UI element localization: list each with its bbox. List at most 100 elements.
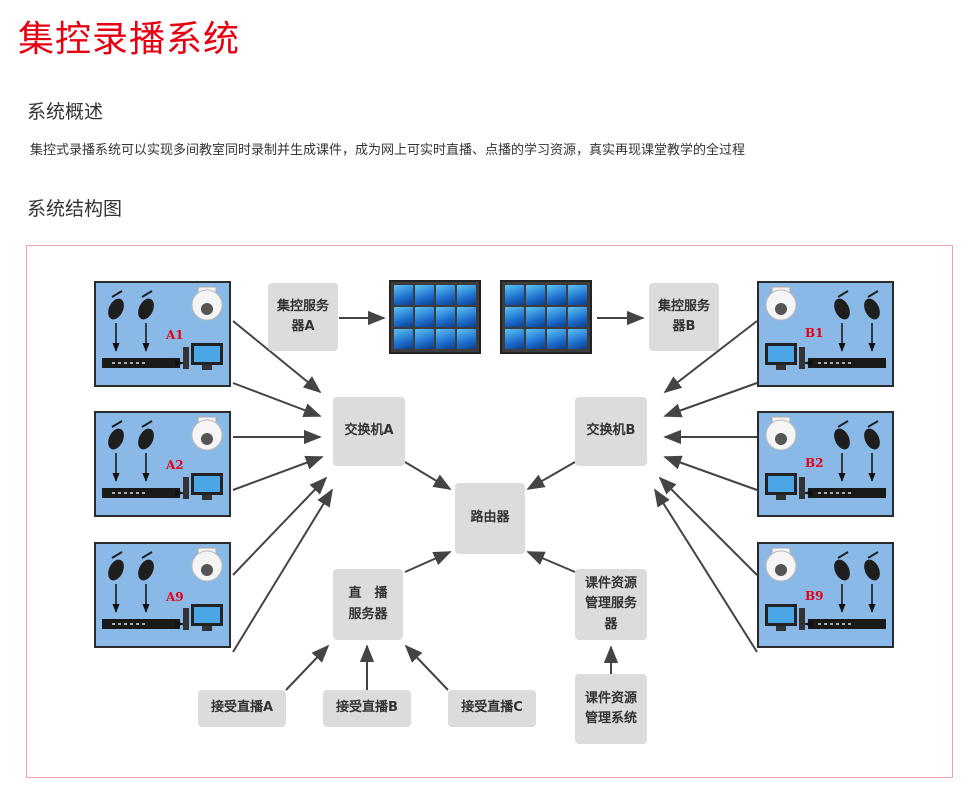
monitor-screen <box>194 607 220 623</box>
connection-arrow <box>232 488 333 653</box>
monitor-stand <box>776 365 786 370</box>
recorder-button <box>824 492 827 494</box>
video-wall-screen <box>547 329 566 349</box>
recorder-button <box>112 623 115 625</box>
pc-tower <box>183 477 189 499</box>
connection-arrow <box>232 320 322 394</box>
video-wall-screen <box>394 329 413 349</box>
room-label-b1: B1 <box>805 326 824 340</box>
monitor-stand <box>776 626 786 631</box>
node-control-server-b: 集控服务器B <box>649 283 719 351</box>
classroom-equipment <box>765 547 886 631</box>
connection-arrow <box>526 461 576 490</box>
structure-heading: 系统结构图 <box>27 198 123 220</box>
recorder-button <box>842 362 845 364</box>
connection-arrow <box>663 455 758 491</box>
connection-arrow <box>232 476 328 576</box>
recorder-button <box>848 362 851 364</box>
monitor-stand <box>202 365 212 370</box>
room-label-a2: A2 <box>166 458 184 472</box>
recorder-button <box>824 623 827 625</box>
video-wall-screen <box>457 329 476 349</box>
video-wall-screen <box>526 285 545 305</box>
connection-arrow <box>404 644 449 691</box>
node-live-b: 接受直播B <box>323 690 411 727</box>
monitor-stand <box>202 626 212 631</box>
video-wall-screen <box>568 307 587 327</box>
video-wall-screen <box>457 285 476 305</box>
microphone-icon <box>108 298 124 320</box>
microphone-cable <box>867 290 879 298</box>
connection-arrow <box>654 488 758 653</box>
video-wall-screen <box>394 307 413 327</box>
recorder-button <box>830 623 833 625</box>
page-title: 集控录播系统 <box>18 19 241 60</box>
camera-lens <box>201 564 213 576</box>
recorder-button <box>130 623 133 625</box>
video-wall-screen <box>526 307 545 327</box>
recorder-box <box>808 358 886 368</box>
classroom-equipment <box>102 416 223 500</box>
recorder-button <box>118 623 121 625</box>
recorder-button <box>124 623 127 625</box>
video-wall-screen <box>436 285 455 305</box>
recorder-button <box>836 623 839 625</box>
microphone-cable <box>837 551 849 559</box>
classroom-equipment <box>765 416 886 500</box>
video-wall-screen <box>505 307 524 327</box>
room-label-b9: B9 <box>805 589 824 603</box>
camera-lens <box>201 303 213 315</box>
microphone-icon <box>834 428 850 450</box>
connection-arrow <box>232 455 324 491</box>
microphone-icon <box>138 428 154 450</box>
recorder-button <box>818 362 821 364</box>
microphone-cable <box>111 551 123 559</box>
microphone-icon <box>864 559 880 581</box>
node-switch-a: 交换机A <box>333 397 405 466</box>
node-live-c: 接受直播C <box>448 690 536 727</box>
video-wall-screen <box>505 285 524 305</box>
microphone-cable <box>141 420 153 428</box>
pc-tower <box>183 608 189 630</box>
recorder-box <box>102 619 180 629</box>
connection-arrow <box>232 382 322 417</box>
recorder-button <box>124 362 127 364</box>
recorder-button <box>848 492 851 494</box>
video-wall-screen <box>547 285 566 305</box>
connection-arrow <box>663 382 758 418</box>
recorder-button <box>112 492 115 494</box>
microphone-icon <box>138 559 154 581</box>
recorder-button <box>118 492 121 494</box>
microphone-icon <box>108 559 124 581</box>
microphone-icon <box>864 428 880 450</box>
recorder-button <box>136 362 139 364</box>
microphone-cable <box>111 290 123 298</box>
camera-lens <box>775 564 787 576</box>
video-wall-a <box>389 280 481 354</box>
recorder-button <box>836 492 839 494</box>
recorder-box <box>102 358 180 368</box>
pc-tower <box>799 477 805 499</box>
video-wall-screen <box>568 285 587 305</box>
microphone-icon <box>834 298 850 320</box>
video-wall-screen <box>457 307 476 327</box>
connection-arrow <box>658 476 758 576</box>
recorder-button <box>842 623 845 625</box>
video-wall-screen <box>547 307 566 327</box>
video-wall-screen <box>436 307 455 327</box>
overview-text: 集控式录播系统可以实现多间教室同时录制并生成课件，成为网上可实时直播、点播的学习… <box>30 143 746 158</box>
node-live-a: 接受直播A <box>198 690 286 727</box>
node-router: 路由器 <box>455 483 525 554</box>
video-wall-screen <box>505 329 524 349</box>
microphone-cable <box>867 551 879 559</box>
video-wall-screen <box>436 329 455 349</box>
overview-heading: 系统概述 <box>27 101 104 123</box>
connection-arrow <box>285 644 330 691</box>
microphone-icon <box>138 298 154 320</box>
connection-arrow <box>404 551 452 573</box>
room-label-a9: A9 <box>166 590 184 604</box>
node-switch-b: 交换机B <box>575 397 647 466</box>
connection-arrow <box>663 320 758 394</box>
room-label-b2: B2 <box>805 456 824 470</box>
